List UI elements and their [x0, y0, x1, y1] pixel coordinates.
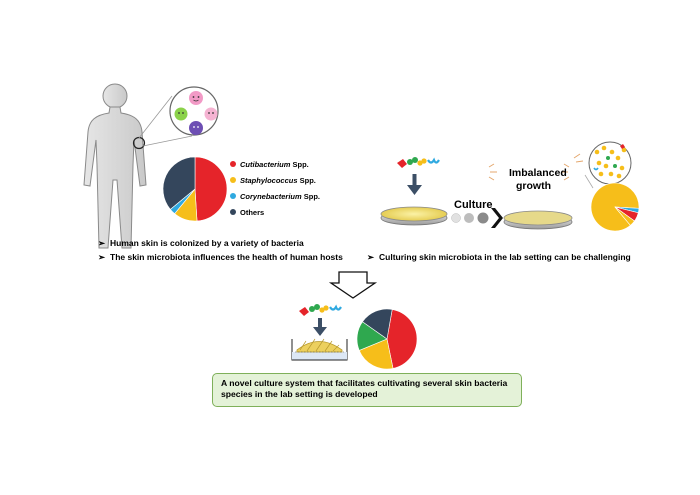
culture-device-icon: [291, 338, 348, 361]
conclusion-box: A novel culture system that facilitates …: [212, 373, 522, 407]
bullet-text-right: Culturing skin microbiota in the lab set…: [379, 252, 631, 262]
progress-dots: [451, 208, 503, 228]
down-arrow-bottom-icon: [313, 318, 327, 336]
arrow-bullet-icon: ➢: [98, 252, 106, 262]
legend-item-others: Others: [230, 208, 264, 217]
pie-slice-staphylococcus-2: [614, 206, 635, 226]
hollow-down-arrow-icon: [328, 271, 378, 299]
culture-label: Culture: [454, 199, 493, 211]
magnifier-circle: [169, 86, 219, 136]
petri-dish-icon: [380, 206, 448, 226]
pie-chart-balanced: [356, 308, 418, 370]
left-bullets: ➢ Human skin is colonized by a variety o…: [98, 238, 343, 262]
conclusion-text: A novel culture system that facilitates …: [221, 378, 508, 399]
legend-swatch: [230, 161, 236, 167]
legend-swatch: [230, 193, 236, 199]
legend-swatch: [230, 177, 236, 183]
svg-text:Others: Others: [240, 208, 264, 217]
legend-item-staphylococcus: Staphylococcus Spp.: [230, 176, 316, 185]
pie-chart-imbalanced: [590, 182, 640, 232]
chevron-right-icon: [491, 208, 503, 228]
svg-text:Staphylococcus Spp.: Staphylococcus Spp.: [240, 176, 316, 185]
pie-slice-others: [362, 308, 393, 340]
right-bullet: ➢ Culturing skin microbiota in the lab s…: [367, 252, 631, 262]
bullet-text-1: Human skin is colonized by a variety of …: [110, 238, 304, 248]
pie-slice-others: [162, 156, 196, 210]
bacteria-cluster-icon: [397, 157, 440, 168]
zoom-callout-right: [584, 141, 632, 189]
human-silhouette-icon: [83, 83, 147, 249]
zoom-callout: [132, 86, 219, 150]
petri-dish-overgrown-icon: [503, 210, 573, 230]
legend-item-cutibacterium: Cutibacterium Spp.: [230, 160, 309, 169]
bullet-text-2: The skin microbiota influences the healt…: [110, 252, 343, 262]
imbalanced-label: Imbalanced: [509, 167, 567, 179]
pie-slice-cutibacterium: [194, 156, 228, 222]
green-bacterium-icon: [174, 107, 188, 121]
pie-slice-staphylococcus: [358, 338, 394, 370]
purple-bacterium-icon: [189, 121, 203, 135]
legend-swatch: [230, 209, 236, 215]
pink-bacterium-icon: [189, 91, 203, 105]
arrow-bullet-icon: ➢: [367, 252, 375, 262]
svg-text:Corynebacterium Spp.: Corynebacterium Spp.: [240, 192, 320, 201]
growth-label: growth: [516, 180, 551, 192]
burst-lines-icon: [488, 153, 584, 181]
down-arrow-icon: [407, 174, 422, 195]
legend-item-corynebacterium: Corynebacterium Spp.: [230, 192, 320, 201]
arrow-bullet-icon: ➢: [98, 238, 106, 248]
bacteria-cluster-bottom-icon: [299, 304, 342, 316]
pink-bacterium-small-icon: [204, 107, 218, 121]
legend: Cutibacterium Spp. Staphylococcus Spp. C…: [230, 160, 320, 217]
pie-slice-cutibacterium: [386, 309, 418, 369]
svg-text:Cutibacterium Spp.: Cutibacterium Spp.: [240, 160, 309, 169]
pie-chart-skin-microbiota: [162, 156, 228, 222]
